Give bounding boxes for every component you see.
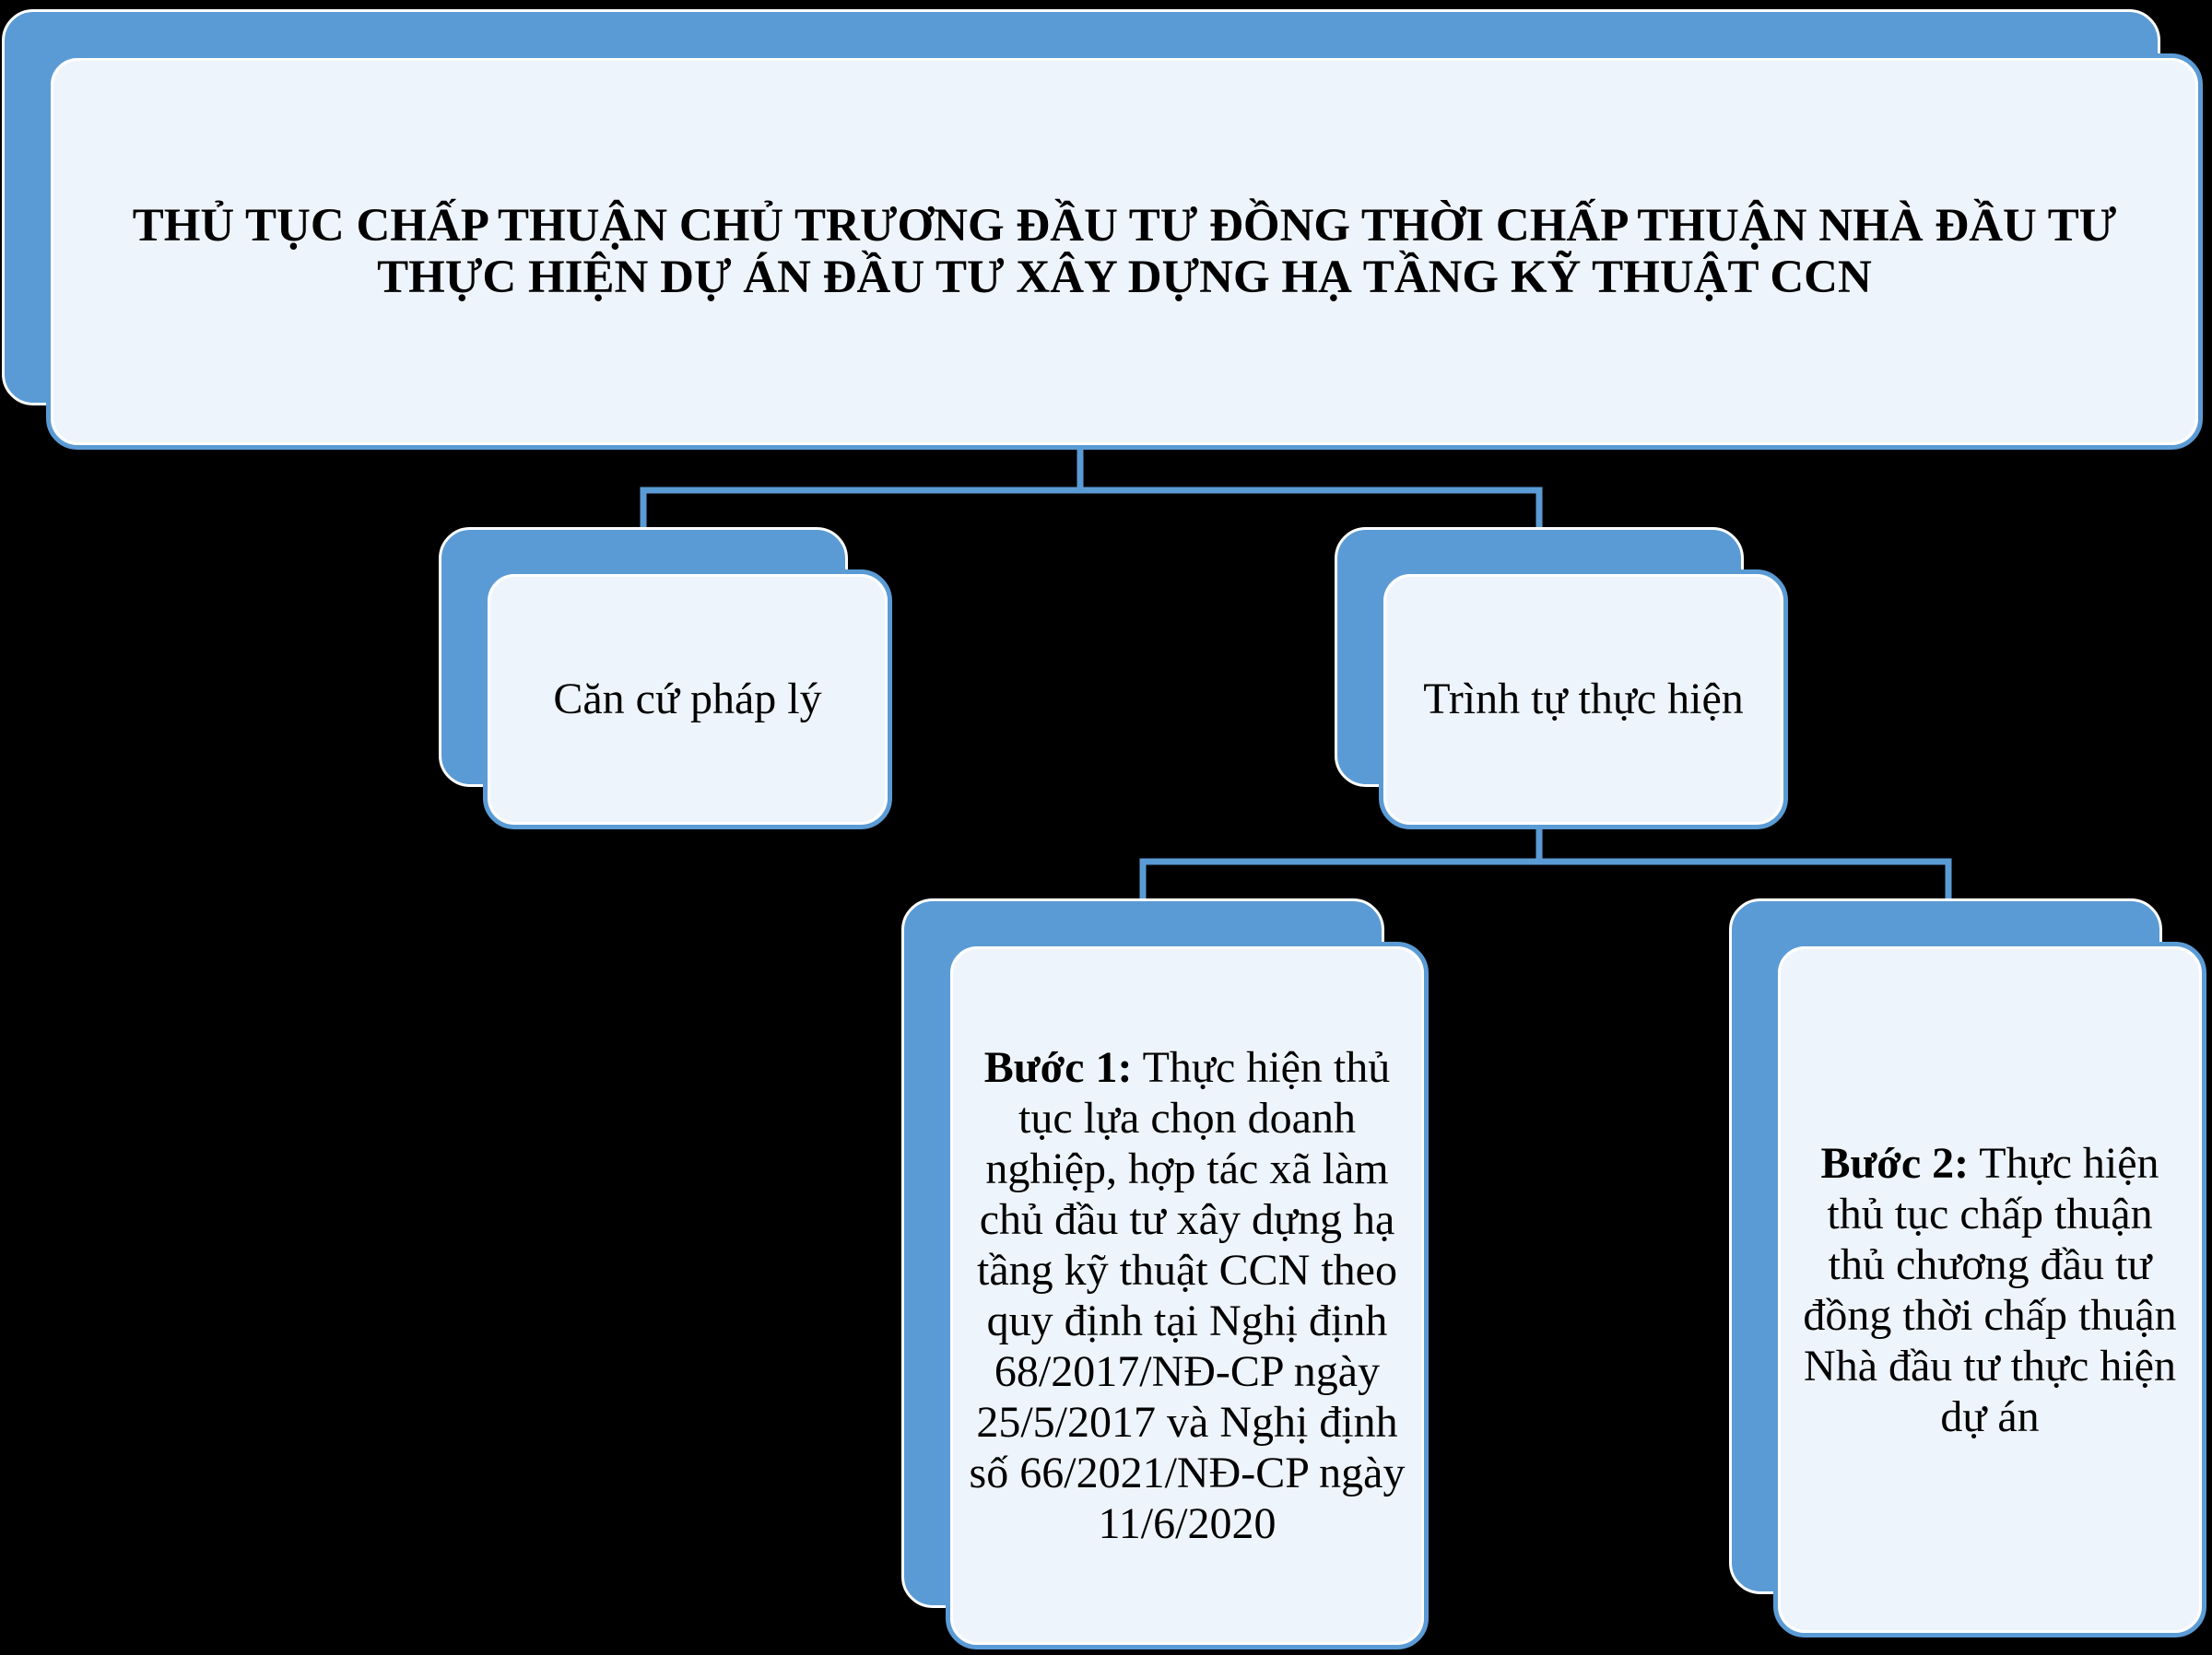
step1-label: Bước 1: — [983, 1043, 1133, 1092]
legal-basis-label: Căn cứ pháp lý — [553, 675, 822, 723]
step2-description: Thực hiện thủ tục chấp thuận thủ chương … — [1803, 1138, 2177, 1441]
title-text: THỦ TỤC CHẤP THUẬN CHỦ TRƯƠNG ĐẦU TƯ ĐỒN… — [132, 200, 2117, 303]
step1-text: Bước 1: Thực hiện thủ tục lựa chọn doanh… — [950, 1042, 1424, 1549]
connector-title-to-children — [640, 449, 1543, 527]
procedure-label: Trình tự thực hiện — [1423, 675, 1744, 723]
step2-text: Bước 2: Thực hiện thủ tục chấp thuận thủ… — [1778, 1138, 2202, 1442]
step1-description: Thực hiện thủ tục lựa chọn doanh nghiệp,… — [969, 1043, 1406, 1548]
connector-procedure-to-steps — [1139, 829, 1952, 898]
step2-label: Bước 2: — [1820, 1138, 1970, 1188]
